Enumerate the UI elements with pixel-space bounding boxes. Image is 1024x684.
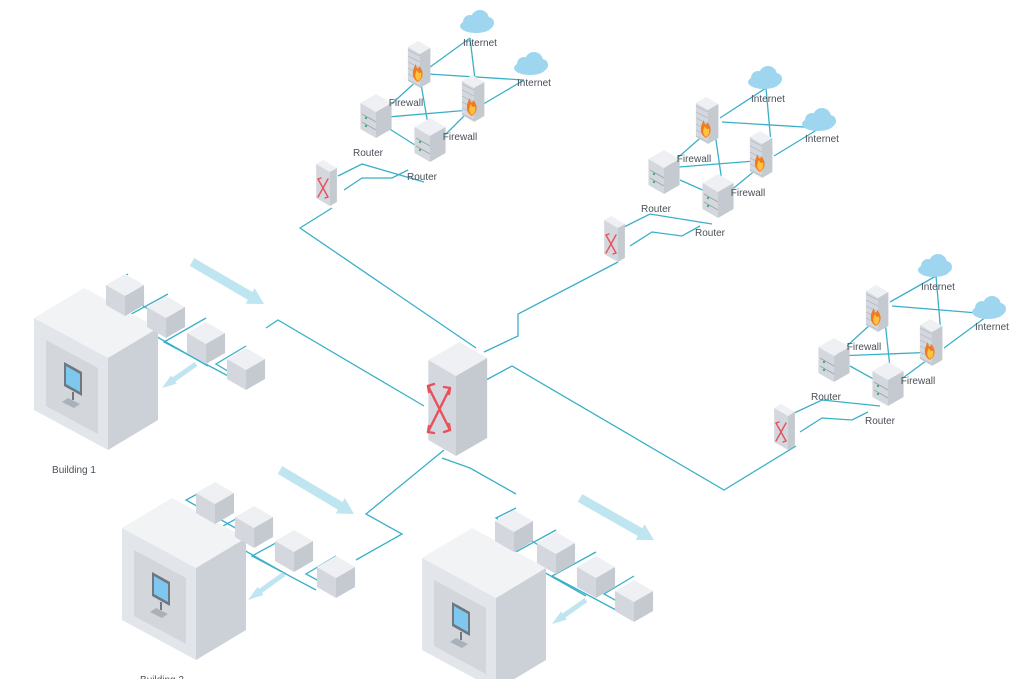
firewall-label: Firewall: [731, 188, 765, 199]
lan-node[interactable]: [105, 274, 145, 316]
building-1-links: [108, 273, 425, 407]
switch-arrows-icon: [426, 384, 452, 434]
router-icon[interactable]: [872, 362, 904, 406]
router-label: Router: [695, 228, 726, 239]
firewall-icon[interactable]: [865, 285, 889, 332]
building-2[interactable]: [122, 498, 246, 660]
firewall-label: Firewall: [389, 98, 423, 109]
internet-label: Internet: [751, 94, 785, 105]
core-switch-body[interactable]: [426, 342, 488, 456]
buildings: Building 1Building 2Building 3: [34, 288, 546, 684]
core-switch[interactable]: [426, 342, 488, 456]
lan-node[interactable]: [146, 296, 186, 338]
traffic-arrows: [161, 258, 654, 624]
site-switch-icon[interactable]: [774, 404, 795, 450]
firewall-icon[interactable]: [919, 319, 943, 366]
internet-label: Internet: [463, 38, 497, 49]
traffic-arrow-large: [189, 258, 265, 305]
internet-cloud-icon[interactable]: [918, 254, 952, 277]
internet-cloud-icon[interactable]: [972, 296, 1006, 319]
internet-label: Internet: [921, 282, 955, 293]
site-2: RouterRouterFirewallFirewallInternetInte…: [604, 66, 839, 262]
internet-cloud-icon[interactable]: [802, 108, 836, 131]
traffic-arrow-small: [161, 361, 198, 388]
internet-label: Internet: [517, 78, 551, 89]
site-switch-icon[interactable]: [316, 160, 337, 206]
traffic-arrow-large: [277, 466, 354, 514]
router-icon[interactable]: [818, 338, 850, 382]
router-label: Router: [641, 204, 672, 215]
lan-node[interactable]: [226, 348, 266, 390]
router-label: Router: [353, 148, 384, 159]
building-label: Building 1: [52, 465, 96, 476]
core-uplinks: [298, 207, 797, 491]
firewall-icon[interactable]: [695, 97, 719, 144]
computer-icon: [62, 362, 82, 408]
lan-node[interactable]: [576, 556, 616, 598]
router-icon[interactable]: [414, 118, 446, 162]
lan-node[interactable]: [614, 580, 654, 622]
router-label: Router: [407, 172, 438, 183]
building-label: Building 2: [140, 675, 184, 679]
traffic-arrow-small: [551, 597, 588, 624]
computer-icon: [450, 602, 470, 648]
router-icon[interactable]: [648, 150, 680, 194]
lan-node[interactable]: [536, 532, 576, 574]
site-3: RouterRouterFirewallFirewallInternetInte…: [774, 254, 1009, 450]
internet-sites: RouterRouterFirewallFirewallInternetInte…: [316, 10, 1009, 450]
internet-label: Internet: [975, 322, 1009, 333]
firewall-label: Firewall: [901, 376, 935, 387]
internet-cloud-icon[interactable]: [514, 52, 548, 75]
router-label: Router: [811, 392, 842, 403]
lan-node[interactable]: [316, 556, 356, 598]
firewall-label: Firewall: [847, 342, 881, 353]
site-switch-icon[interactable]: [604, 216, 625, 262]
router-label: Router: [865, 416, 896, 427]
lan-nodes: [105, 274, 654, 622]
traffic-arrow-small: [247, 571, 286, 600]
traffic-arrow-large: [577, 494, 654, 540]
lan-node[interactable]: [186, 322, 226, 364]
internet-cloud-icon[interactable]: [748, 66, 782, 89]
internet-cloud-icon[interactable]: [460, 10, 494, 33]
computer-icon: [150, 572, 170, 618]
lan-node[interactable]: [494, 510, 534, 552]
firewall-icon[interactable]: [749, 131, 773, 178]
internet-label: Internet: [805, 134, 839, 145]
site-1: RouterRouterFirewallFirewallInternetInte…: [316, 10, 551, 206]
building-3[interactable]: [422, 528, 546, 684]
router-icon[interactable]: [702, 174, 734, 218]
building-1[interactable]: [34, 288, 158, 450]
lan-node[interactable]: [234, 506, 274, 548]
router-icon[interactable]: [360, 94, 392, 138]
lan-node[interactable]: [195, 482, 235, 524]
firewall-label: Firewall: [677, 154, 711, 165]
firewall-icon[interactable]: [461, 75, 485, 122]
lan-node[interactable]: [274, 530, 314, 572]
firewall-icon[interactable]: [407, 41, 431, 88]
firewall-label: Firewall: [443, 132, 477, 143]
